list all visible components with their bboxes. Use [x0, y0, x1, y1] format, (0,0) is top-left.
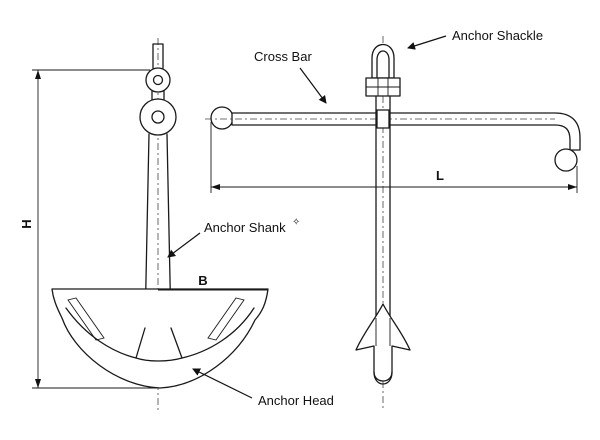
side-shank-body — [375, 95, 391, 319]
side-fluke-rib — [375, 318, 391, 346]
front-lower-eye — [139, 98, 177, 136]
anchor-shackle-leader — [407, 35, 447, 50]
callouts: Anchor Shackle Cross Bar Anchor Shank ✧ … — [167, 28, 543, 408]
side-shackle-inner — [376, 50, 390, 79]
cross-bar-leader — [299, 67, 327, 104]
right-fluke-slot — [207, 297, 245, 341]
shank-top-stem — [152, 43, 164, 69]
crossbar-right-ball — [554, 148, 578, 172]
anchor-side-view: L — [205, 36, 581, 410]
cross-bar-label: Cross Bar — [254, 49, 312, 64]
left-fluke-slot — [67, 297, 105, 341]
side-shackle-pin-detail — [366, 78, 400, 96]
side-fluke-tip — [373, 371, 393, 385]
anchor-shank-leader — [167, 232, 201, 258]
dim-h-label: H — [19, 219, 34, 228]
anchor-head-leader — [192, 368, 253, 399]
cross-bar-body — [231, 112, 581, 151]
eye-connector — [151, 90, 165, 102]
sparkle-marker-icon: ✧ — [292, 217, 300, 228]
side-fluke — [355, 303, 411, 382]
front-upper-eye-hole — [152, 74, 164, 86]
anchor-front-view: H B — [19, 38, 269, 410]
anchor-head-body — [51, 288, 269, 389]
anchor-head-label: Anchor Head — [258, 393, 334, 408]
front-upper-eye — [145, 67, 171, 93]
dim-b-label: B — [198, 273, 207, 288]
anchor-head-inner-curve — [65, 307, 255, 359]
dim-l-label: L — [436, 168, 444, 183]
crossbar-left-ball — [210, 106, 234, 130]
anchor-shank-label: Anchor Shank — [204, 220, 286, 235]
anchor-shackle-label: Anchor Shackle — [452, 28, 543, 43]
side-shackle — [371, 43, 395, 79]
side-shank-collar — [376, 109, 390, 129]
front-lower-eye-hole — [151, 110, 165, 124]
anchor-head-crown — [135, 357, 183, 362]
